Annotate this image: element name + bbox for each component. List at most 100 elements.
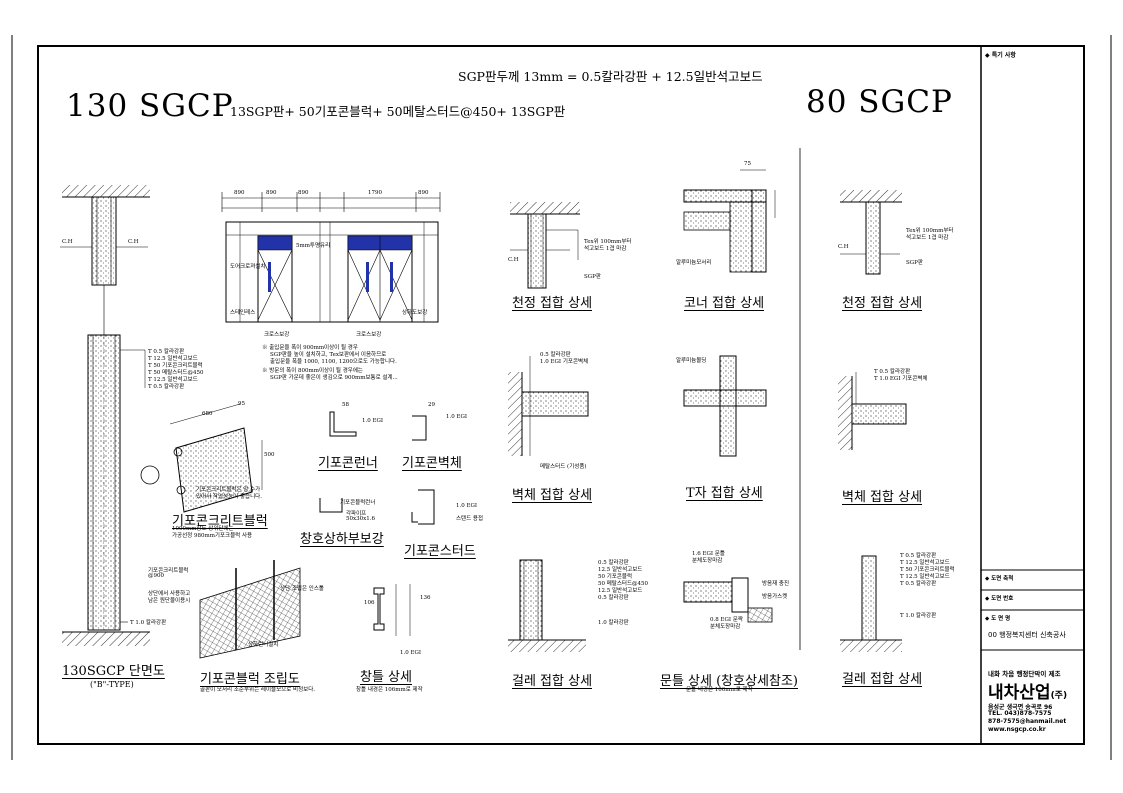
egi-label: 1.0 EGI <box>400 650 422 656</box>
caption-block-assembly: 기포콘블럭 조립도 <box>200 672 300 687</box>
tex-label: Tex위 100mm부터 <box>584 239 632 245</box>
door-label-5b: 크로스보강 <box>356 332 382 338</box>
dim-106: 106 <box>364 600 375 606</box>
caption-wall-piece: 기포콘벽체 <box>402 456 462 471</box>
caption-window-frame: 창틀 상세 <box>360 670 412 685</box>
asm-label-1: 기포콘크리트블럭 <box>148 568 189 574</box>
wall-b-label-2: T 1.0 EGI 기포콘벽체 <box>874 376 928 382</box>
alu-mold-label: 알루미늄몰딩 <box>676 358 707 364</box>
asm-label-3: 상단에서 사용하고 <box>148 591 191 597</box>
company-logo: 내차산업(주) <box>988 678 1067 703</box>
company-suffix: (주) <box>1050 691 1068 701</box>
project-header: ◆ 도 면 명 <box>985 616 1011 622</box>
stud-label: 스탠드 용접 <box>456 516 484 522</box>
title-80-sgcp: 80 SGCP <box>806 84 953 120</box>
frame-label-5: 0.8 EGI 문짝 <box>710 617 743 623</box>
company-tagline: 내화 차음 행정단막이 제조 <box>988 670 1061 678</box>
layer-item: T 12.5 일반석고보드 <box>900 574 950 580</box>
frame-label-2: 분체도장마감 <box>692 558 723 564</box>
tex-label: Tex위 100mm부터 <box>906 228 954 234</box>
runner-label-2: 1.0 EGI 기포콘벽체 <box>540 359 589 365</box>
corner-cap-label: 알루미늄모서리 <box>676 260 712 266</box>
frame-label-3: 방음재 충진 <box>762 581 790 587</box>
door-label-6: 상하도보강 <box>402 310 428 316</box>
block-note-2: 가공선정 980mm기포크블럭 사용 <box>172 533 253 539</box>
company-tel: TEL. 043)878-7575 <box>988 710 1052 717</box>
frame-label-4: 방음가스켓 <box>762 594 788 600</box>
base-steel-label: 1.0 칼라강판 <box>598 620 629 626</box>
caption-block: 기포콘크리트블럭 <box>172 514 268 529</box>
layer-item: T 50 기포콘크리트블럭 <box>148 363 203 369</box>
dim-1790: 1790 <box>368 190 382 196</box>
company-web: www.nsgcp.co.kr <box>988 726 1046 733</box>
composition-130: 13SGP판+ 50기포콘블럭+ 50메탈스터드@450+ 13SGP판 <box>230 104 566 119</box>
caption-wall-a: 벽체 접합 상세 <box>512 488 593 503</box>
layer-item: T 12.5 일반석고보드 <box>148 356 198 362</box>
caption-ceiling-b: 천정 접합 상세 <box>842 296 923 311</box>
notes-header: ◆ 특기 사항 <box>985 52 1016 59</box>
door-note-3: 출입문을 폭을 1000, 1100, 1200으로도 가능합니다. <box>270 359 397 365</box>
steel-label: T 1.0 칼라강판 <box>130 620 167 626</box>
egi-label: 1.0 EGI <box>446 414 468 420</box>
layer-item: T 12.5 일반석고보드 <box>148 377 198 383</box>
block-label-1: 기포콘크리트블럭은 암,수가 <box>196 487 261 493</box>
caption-base-a: 걸레 접합 상세 <box>512 674 593 689</box>
block-label-2: 있어서 작업성능이 좋습니다. <box>196 494 262 500</box>
window-note: 창틀 내경은 106mm로 제작 <box>356 687 423 693</box>
frame-label-1: 1.6 EGI 문틀 <box>692 551 725 557</box>
company-name: 내차산업 <box>988 683 1051 703</box>
layer-item: T 0.5 칼라강판 <box>148 384 185 390</box>
asm-label-4: 남은 원단물이용시 <box>148 598 191 604</box>
layer-item: 12.5 일반석고보드 <box>598 588 643 594</box>
tex-label-2: 석고보드 1겹 마감 <box>584 246 627 252</box>
metal-stud-label: 메탈스터드 (기성품) <box>540 464 587 470</box>
win-label-3: 50x30x1.6 <box>346 516 375 522</box>
dim-95: 95 <box>238 401 245 407</box>
layer-item: T 0.5 칼라강판 <box>900 581 937 587</box>
company-address: 음성군 생극면 송곡로 96 <box>988 704 1053 711</box>
drawing-no-header: ◆ 도면 번호 <box>985 596 1014 602</box>
door-label-2: 도어크로져설치 <box>230 264 266 270</box>
layer-item: T 12.5 일반석고보드 <box>900 560 950 566</box>
egi-label: 1.0 EGI <box>362 418 384 424</box>
door-note-2: SGP판을 높이 설치하고, Tex보판에서 이음하므로 <box>270 352 387 358</box>
caption-section-130-type: ("B"-TYPE) <box>90 680 134 689</box>
layer-item: T 0.5 칼라강판 <box>900 553 937 559</box>
sgp-label: SGP판 <box>584 274 601 280</box>
layer-list-base: 0.5 칼라강판 12.5 일반석고보드 50 기포콘블럭 50 메탈스터드@4… <box>598 560 648 602</box>
dim-890: 890 <box>266 190 277 196</box>
block-note-1: 1000mm장도 상위단에는 <box>172 526 234 532</box>
dim-500: 500 <box>264 452 275 458</box>
win-label-1: 기포콘블럭런너 <box>340 500 376 506</box>
caption-corner: 코너 접합 상세 <box>684 296 765 311</box>
tex-label-2: 석고보드 1겹 마감 <box>906 235 949 241</box>
dim-680: 680 <box>202 411 213 417</box>
title-130-sgcp: 130 SGCP <box>66 88 234 124</box>
asm-label-2: @900 <box>148 573 164 579</box>
win-label-2: 각파이프 <box>346 511 367 517</box>
ch-label: C.H <box>62 239 73 245</box>
asm-label-5: 상하런너설치 <box>248 642 279 648</box>
project-name: 00 행정복지센터 신축공사 <box>988 631 1066 639</box>
layer-item: 50 기포콘블럭 <box>598 574 633 580</box>
caption-base-b: 걸레 접합 상세 <box>842 672 923 687</box>
door-note-5: SGP판 가운데 좋은이 생김으로 900mm보통로 설계... <box>270 375 398 381</box>
layer-item: T 0.5 칼라강판 <box>148 349 185 355</box>
asm-label-6: 상단 조립은 인스톨 <box>280 586 324 592</box>
runner-label: 0.5 칼라강판 <box>540 352 571 358</box>
caption-ceiling-a: 천정 접합 상세 <box>512 296 593 311</box>
dim-890: 890 <box>234 190 245 196</box>
layer-item: 12.5 일반석고보드 <box>598 567 643 573</box>
caption-section-130: 130SGCP 단면도 <box>62 664 165 679</box>
ch-label: C.H <box>838 244 849 250</box>
sgp-thickness-note: SGP판두께 13mm = 0.5칼라강판 + 12.5일반석고보드 <box>458 69 763 84</box>
ch-label: C.H <box>128 239 139 245</box>
door-label-1: 5mm투명유리 <box>296 243 331 249</box>
dim-890: 890 <box>298 190 309 196</box>
company-email: 878-7575@hanmail.net <box>988 718 1067 725</box>
steel-label: T 1.0 칼라강판 <box>900 613 937 619</box>
door-note-1: ※ 출입문을 폭이 900mm이상이 될 경우 <box>262 345 358 351</box>
caption-stud: 기포콘스터드 <box>404 544 476 559</box>
frame-label-6: 분체도장마감 <box>710 624 741 630</box>
